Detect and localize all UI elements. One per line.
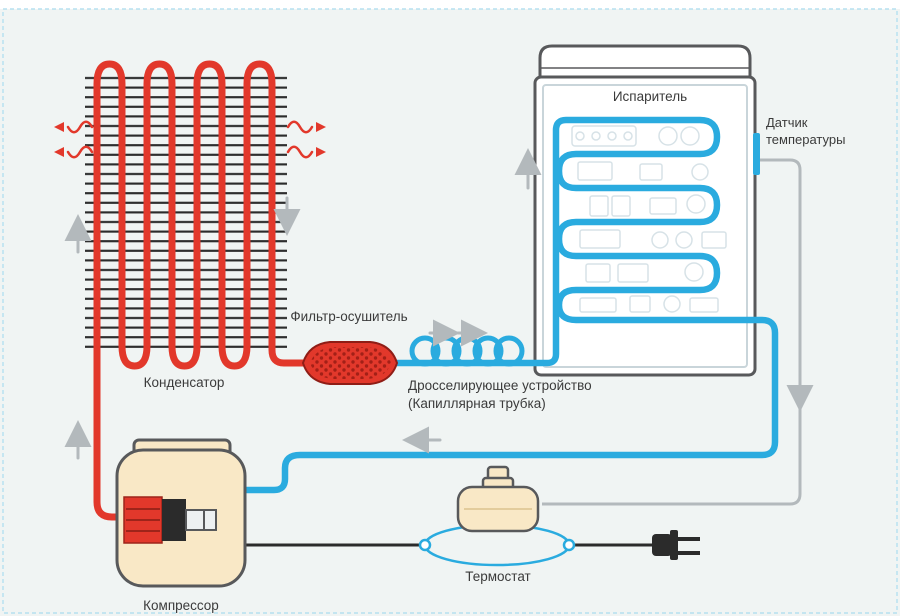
- wire-node-icon: [418, 538, 432, 552]
- food-item: [675, 231, 693, 249]
- food-item: [611, 195, 631, 217]
- flow-arrows: [64, 148, 542, 460]
- food-item: [658, 126, 678, 146]
- food-item: [571, 125, 637, 147]
- food-item: [701, 231, 727, 249]
- condenser: [54, 60, 326, 521]
- compressor-label: Компрессор: [143, 598, 219, 613]
- heat-arrowhead-icon: [54, 122, 64, 132]
- food-item: [577, 161, 613, 181]
- plug-face-icon: [670, 530, 678, 560]
- sensor-label-line1: Датчик: [766, 115, 808, 130]
- food-item: [617, 263, 649, 283]
- heat-radiation-arrows: [54, 120, 326, 159]
- heat-wave-icon: [286, 120, 314, 134]
- filter-drier-desiccant: [310, 347, 391, 379]
- throttle-label-line1: Дросселирующее устройство: [408, 378, 592, 393]
- throttle-label-line2: (Капиллярная трубка): [408, 396, 546, 411]
- fridge-lid: [538, 44, 752, 79]
- food-item: [680, 126, 700, 146]
- food-item: [663, 295, 681, 313]
- thermostat-label: Термостат: [465, 569, 530, 584]
- coil-loop: [472, 335, 504, 367]
- coil-loop: [409, 335, 441, 367]
- evaporator-label: Испаритель: [613, 89, 687, 104]
- food-items: [571, 125, 727, 313]
- filter-drier-label: Фильтр-осушитель: [290, 309, 407, 324]
- food-item: [585, 263, 611, 283]
- coil-loop: [493, 335, 525, 367]
- heat-wave-icon: [66, 145, 94, 159]
- food-item: [651, 231, 669, 249]
- food-item: [684, 262, 704, 282]
- food-item: [579, 229, 621, 249]
- sensor-wire: [542, 158, 802, 506]
- plug-prong-icon: [678, 537, 700, 541]
- heat-wave-icon: [66, 120, 94, 134]
- food-item: [579, 297, 617, 313]
- heat-arrowhead-icon: [54, 147, 64, 157]
- sensor-bulb: [753, 133, 760, 175]
- compressor-cylinder: [162, 499, 186, 541]
- food-item: [607, 131, 617, 141]
- sensor-label-line2: температуры: [766, 132, 845, 147]
- evaporator-tube: [242, 116, 779, 494]
- food-item: [629, 295, 651, 313]
- compressor: [115, 438, 247, 588]
- top-margin: [0, 0, 900, 9]
- heat-wave-icon: [286, 145, 314, 159]
- compressor-piston: [185, 509, 217, 531]
- plug-body-icon: [652, 534, 672, 556]
- condenser-fins: [85, 76, 287, 354]
- food-item: [575, 131, 585, 141]
- food-item: [691, 163, 709, 181]
- filter-drier: [301, 341, 399, 385]
- food-item: [639, 163, 663, 181]
- condenser-tube: [93, 60, 307, 521]
- thermostat-circuit: [243, 465, 700, 567]
- condenser-label: Конденсатор: [144, 375, 225, 390]
- fridge-inner-wall: [542, 84, 748, 368]
- food-item: [591, 131, 601, 141]
- heat-arrowhead-icon: [316, 122, 326, 132]
- thermostat: [456, 465, 540, 533]
- food-item: [623, 131, 633, 141]
- plug-prong-icon: [678, 551, 700, 555]
- food-item: [689, 297, 719, 313]
- food-item: [686, 194, 706, 214]
- diagram-labels: Конденсатор Фильтр-осушитель Дросселирую…: [143, 89, 845, 613]
- food-item: [649, 197, 677, 215]
- food-item: [589, 195, 609, 217]
- power-plug: [652, 530, 700, 560]
- heat-arrowhead-icon: [316, 147, 326, 157]
- temperature-sensor: [542, 133, 814, 506]
- wire-node-icon: [562, 538, 576, 552]
